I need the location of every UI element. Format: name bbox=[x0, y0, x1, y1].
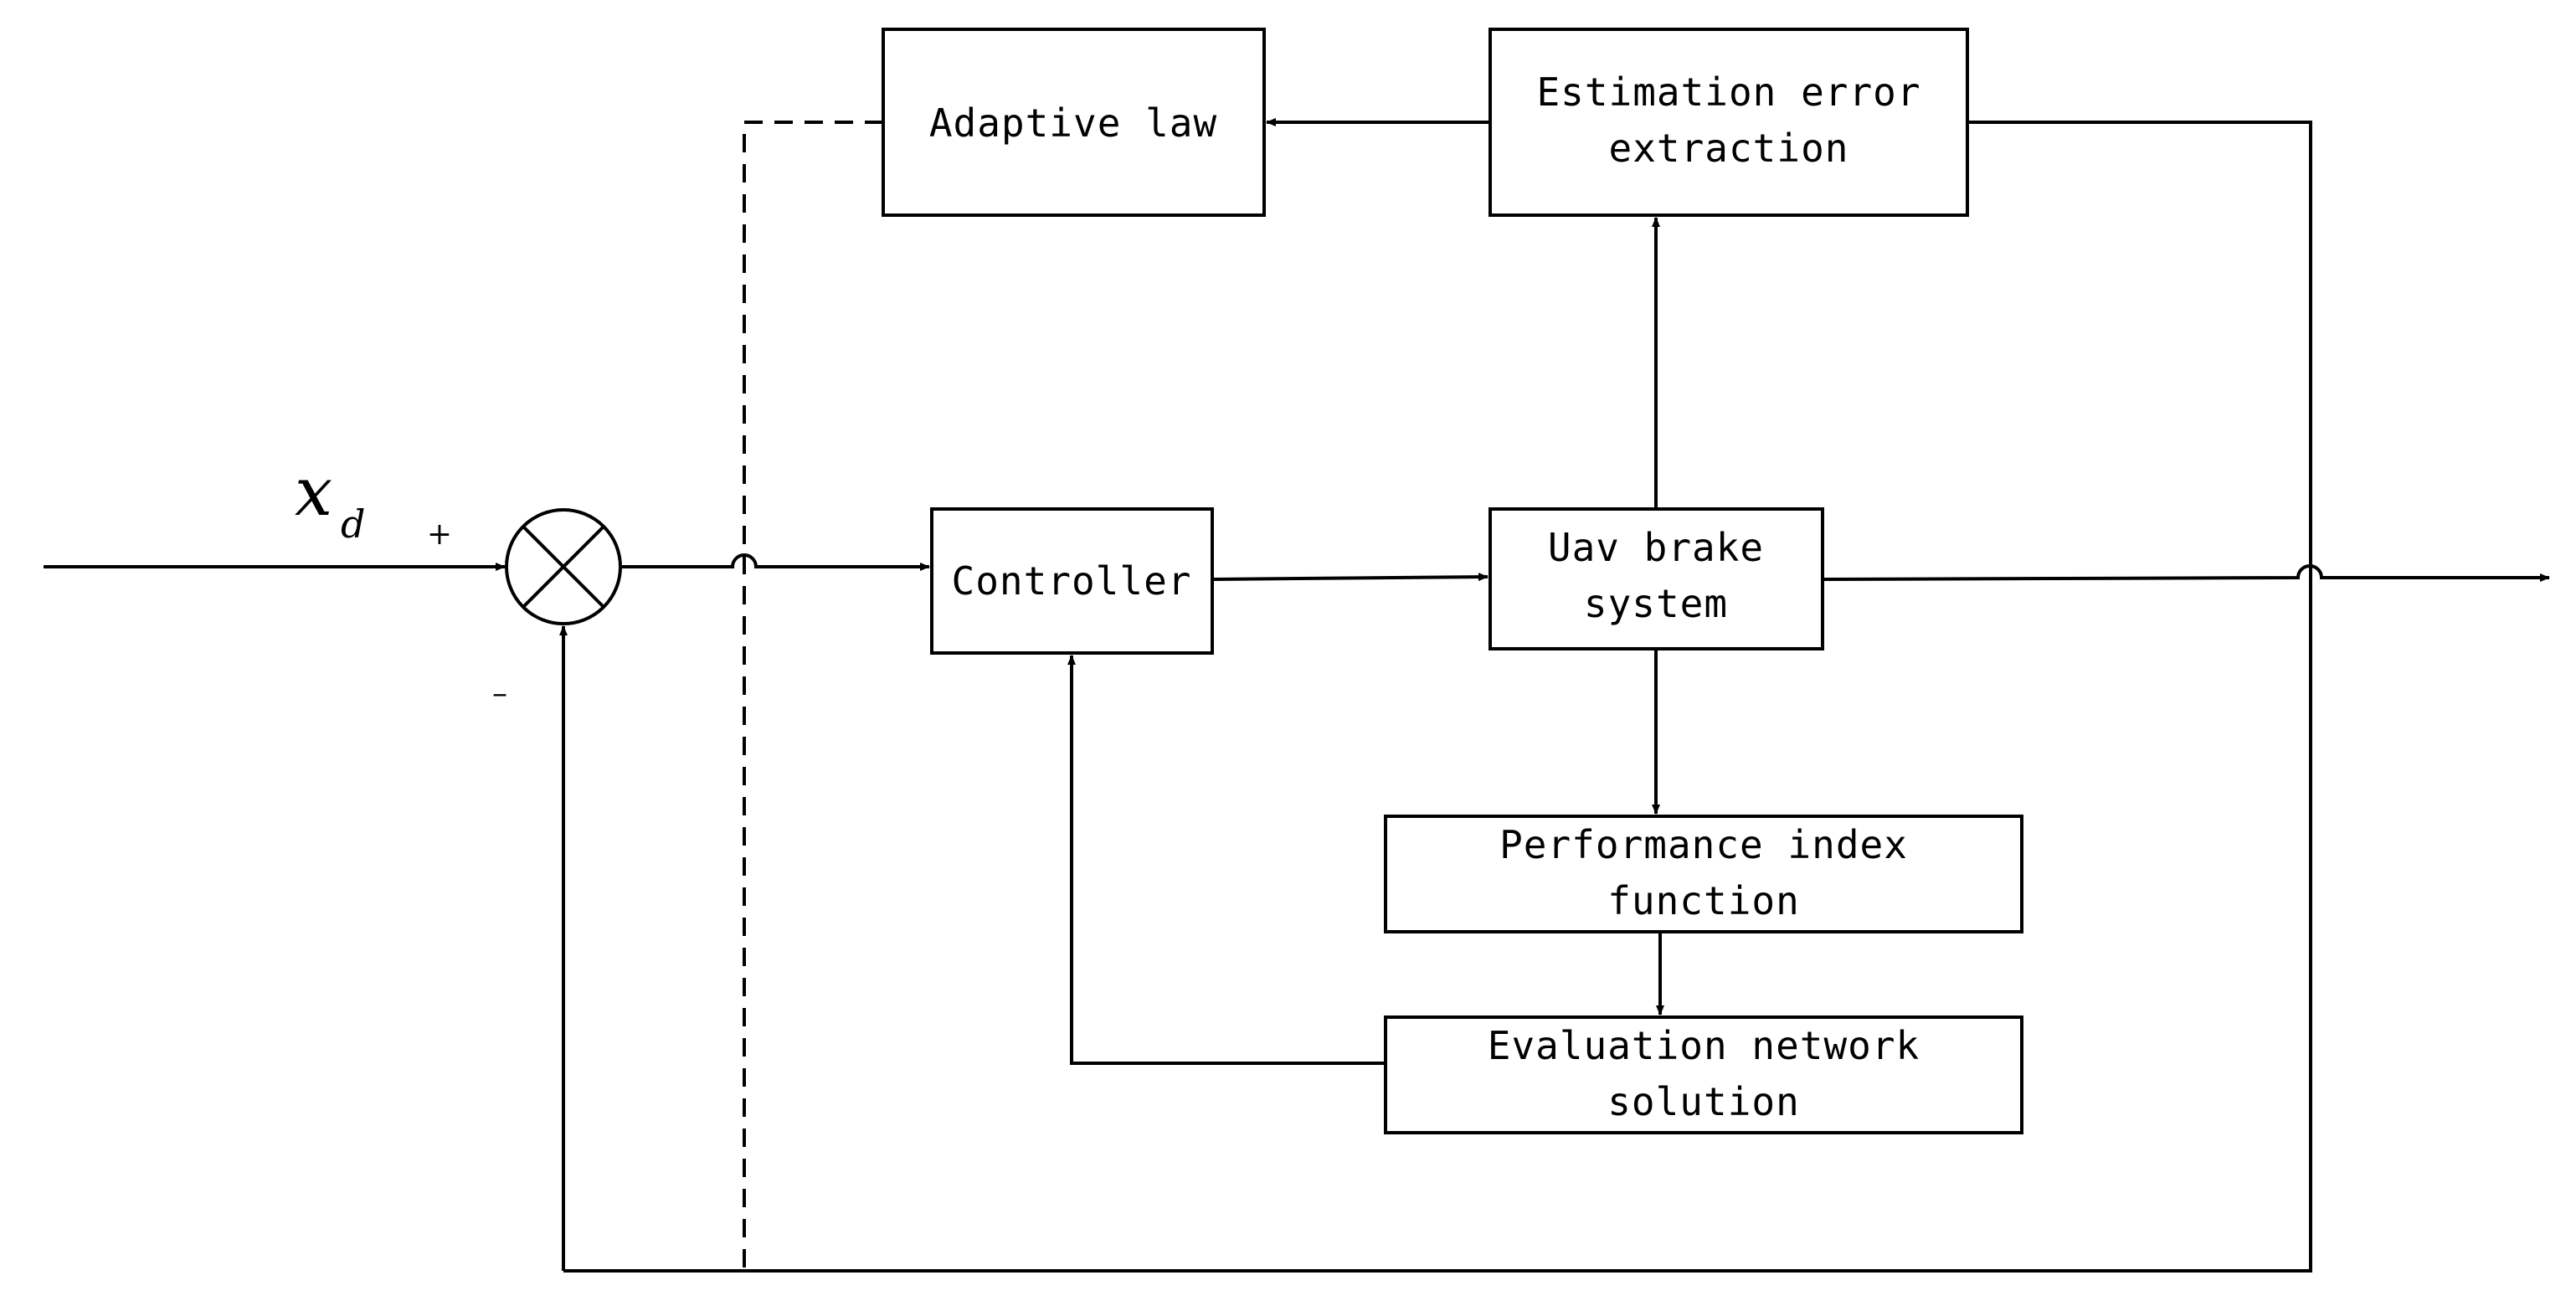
evaluation-network-block: Evaluation network solution bbox=[1384, 1015, 2023, 1134]
performance-index-label-line1: Performance index bbox=[1499, 822, 1908, 867]
adaptive-law-label: Adaptive law bbox=[929, 100, 1217, 146]
error-signal-arrow bbox=[620, 553, 930, 571]
uav-brake-label-line2: system bbox=[1584, 581, 1728, 626]
estimation-error-label-line1: Estimation error bbox=[1536, 69, 1920, 115]
reference-subscript: d bbox=[341, 501, 365, 547]
uav-brake-label-line1: Uav brake bbox=[1548, 525, 1764, 570]
summing-junction bbox=[505, 508, 622, 625]
evaluation-to-controller-arrow bbox=[1067, 655, 1386, 1065]
estimation-error-label-line2: extraction bbox=[1609, 126, 1849, 171]
evaluation-network-label-line1: Evaluation network bbox=[1488, 1023, 1920, 1068]
uav-brake-system-block: Uav brake system bbox=[1489, 507, 1824, 650]
plus-sign: + bbox=[427, 517, 452, 552]
adaptive-law-block: Adaptive law bbox=[882, 28, 1266, 217]
controller-label: Controller bbox=[952, 558, 1192, 604]
performance-index-block: Performance index function bbox=[1384, 815, 2023, 933]
reference-input-label: x d bbox=[295, 453, 365, 547]
evaluation-network-label-line2: solution bbox=[1607, 1079, 1800, 1124]
control-signal-arrow bbox=[1211, 573, 1489, 582]
controller-block: Controller bbox=[930, 507, 1214, 655]
estimation-feedback-line bbox=[563, 121, 2312, 1273]
estimation-error-extraction-block: Estimation error extraction bbox=[1489, 28, 1969, 217]
reference-variable: x bbox=[295, 453, 332, 531]
performance-index-label-line2: function bbox=[1607, 878, 1800, 923]
output-arrow bbox=[1822, 564, 2550, 582]
adaptive-tuning-dashed-line bbox=[743, 121, 883, 1271]
minus-sign: – bbox=[492, 676, 507, 711]
